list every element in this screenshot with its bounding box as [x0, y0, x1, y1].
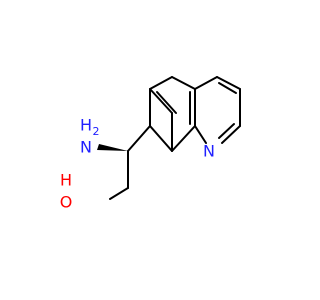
bond-c4a-c8a-inner [171, 76, 196, 90]
amino-group: N H 2 [80, 116, 100, 157]
bond-c7-calpha [127, 125, 151, 152]
bond-c8-c7 [171, 125, 196, 152]
amino-n-label: N [80, 138, 92, 157]
hydroxyl-h-label: H [60, 171, 72, 190]
hydroxyl-o-label: O [60, 193, 73, 212]
bond-c2-n1-double [218, 123, 235, 139]
bond-n1-c8a [194, 125, 207, 144]
bond-c7-c8-lower [149, 125, 173, 152]
bond-c2-n1 [221, 125, 241, 144]
molecule-structure: N H 2 O H N [60, 76, 241, 212]
hydroxyl-group: O H [60, 171, 73, 212]
bond-c6-c5-double [156, 91, 177, 114]
wedge-bond-amino [97, 144, 128, 151]
ring-nitrogen-label: N [203, 142, 215, 161]
bond-c5-c4a [149, 76, 173, 90]
amino-subscript: 2 [93, 125, 100, 138]
bond-c4-c3-double [218, 82, 237, 94]
bond-c4a-c4 [194, 76, 218, 90]
bond-c6-c5 [149, 88, 173, 114]
amino-h-label: H [80, 116, 92, 135]
bond-cbeta-o [109, 187, 129, 200]
bond-c4-c3 [216, 76, 241, 90]
